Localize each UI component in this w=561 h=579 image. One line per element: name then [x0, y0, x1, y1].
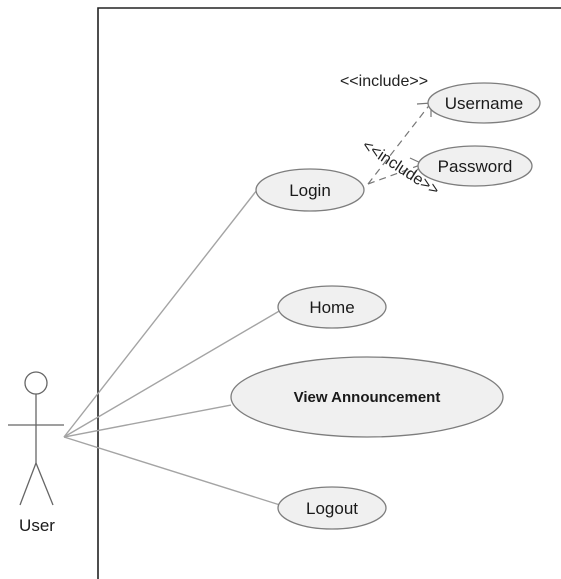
use-case-label: Username	[445, 94, 523, 113]
include-label: <<include>>	[340, 73, 428, 90]
use-case-label: Login	[289, 181, 331, 200]
use-case-label: Home	[309, 298, 354, 317]
use-case-ellipse	[255, 168, 365, 212]
association-home	[63, 309, 282, 438]
dependency-line	[367, 102, 432, 185]
actor-left-leg	[19, 462, 37, 506]
actor-head	[24, 371, 48, 395]
association-view-announcement	[63, 404, 232, 438]
use-case-ellipse	[230, 356, 504, 438]
association-logout	[63, 436, 281, 506]
use-case-label: Logout	[306, 499, 358, 518]
system-boundary	[97, 7, 561, 579]
use-case-label: Password	[438, 157, 513, 176]
use-case-home[interactable]: Home	[277, 285, 387, 329]
use-case-ellipse	[427, 82, 541, 124]
dependency-line	[367, 163, 424, 185]
use-case-ellipse	[417, 145, 533, 187]
use-case-ellipse	[277, 486, 387, 530]
use-case-login[interactable]: Login	[255, 168, 365, 212]
use-case-username[interactable]: Username	[427, 82, 541, 124]
actor-label: User	[19, 516, 55, 535]
use-case-password[interactable]: Password	[417, 145, 533, 187]
use-case-label: View Announcement	[294, 389, 441, 406]
use-case-ellipse	[277, 285, 387, 329]
use-case-view-announcement[interactable]: View Announcement	[230, 356, 504, 438]
actor-right-leg	[35, 462, 54, 506]
association-login	[63, 189, 258, 438]
use-case-logout[interactable]: Logout	[277, 486, 387, 530]
actor-user[interactable]: User	[8, 371, 64, 535]
